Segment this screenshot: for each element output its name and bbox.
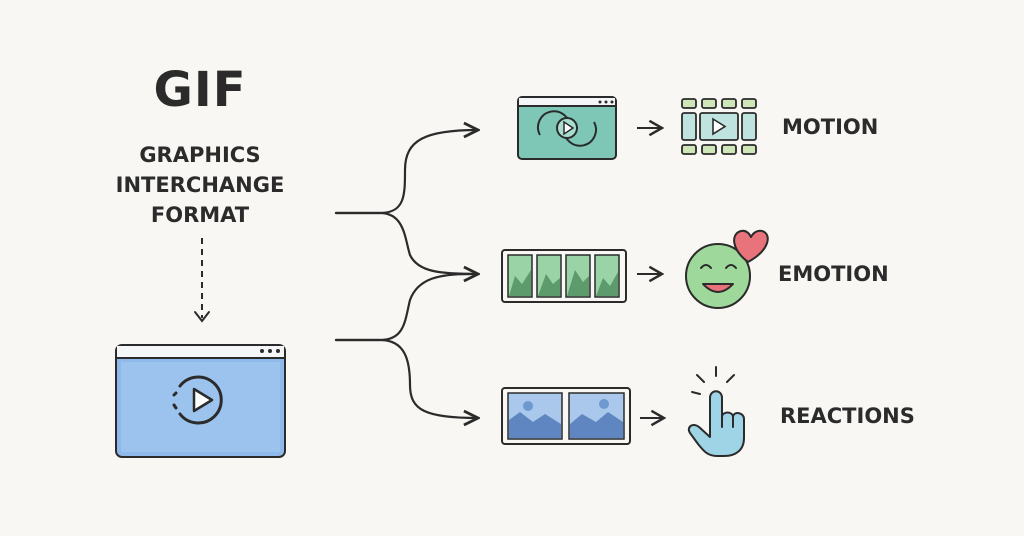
- motion-video-window-icon: [517, 96, 617, 160]
- smiley-heart-icon: [685, 229, 769, 309]
- branch-label-emotion: EMOTION: [778, 262, 889, 286]
- dashed-down-arrow: [194, 238, 210, 323]
- branch-label-reactions: REACTIONS: [780, 404, 915, 428]
- subtitle-line-3: FORMAT: [150, 203, 250, 227]
- gif-video-window-icon: [115, 344, 286, 458]
- pointing-hand-icon: [687, 366, 745, 457]
- branch-label-motion: MOTION: [782, 115, 879, 139]
- branch-connectors: [334, 130, 478, 418]
- emotion-film-strip-icon: [501, 249, 627, 303]
- film-strip-play-icon: [681, 98, 757, 155]
- diagram-title: GIF: [153, 62, 247, 118]
- diagram-subtitle: GRAPHICS INTERCHANGE FORMAT: [95, 140, 305, 230]
- subtitle-line-1: GRAPHICS: [139, 143, 261, 167]
- reactions-photo-strip-icon: [501, 387, 631, 445]
- subtitle-line-2: INTERCHANGE: [115, 173, 285, 197]
